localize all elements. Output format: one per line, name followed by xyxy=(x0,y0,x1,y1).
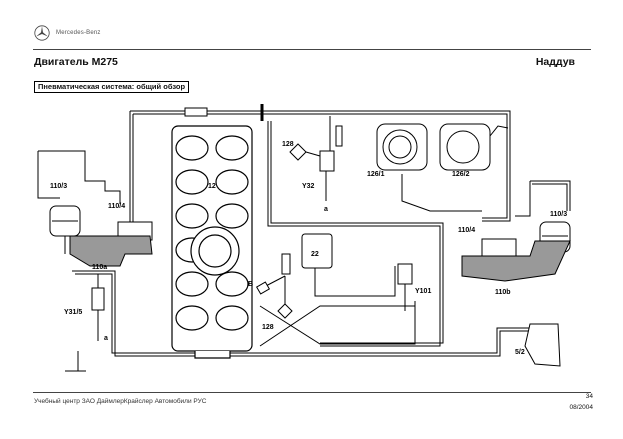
diagram-subtitle: Пневматическая система: общий обзор xyxy=(34,81,190,93)
label-a-left: a xyxy=(104,335,108,342)
pneumatic-system-diagram: 12 128 Y32 a 126/1 126/2 110/3 110/4 110… xyxy=(37,104,571,372)
component-y31-5 xyxy=(91,274,105,341)
label-110-4-left: 110/4 xyxy=(108,203,125,210)
component-126-2 xyxy=(439,123,509,171)
label-22: 22 xyxy=(311,251,319,258)
label-126-1: 126/1 xyxy=(367,171,385,178)
label-128-mid: 128 xyxy=(262,324,274,331)
label-110-3-left: 110/3 xyxy=(50,183,67,190)
component-22 xyxy=(301,233,333,269)
page-date: 08/2004 xyxy=(569,404,594,411)
header-divider xyxy=(33,49,591,50)
footer-organization: Учебный центр ЗАО ДаймлерКрайслер Автомо… xyxy=(34,398,207,405)
label-126-2: 126/2 xyxy=(452,171,470,178)
mercedes-star-logo xyxy=(34,25,50,41)
label-110-4-right: 110/4 xyxy=(458,227,475,234)
component-y101 xyxy=(397,263,413,311)
footer-divider xyxy=(33,392,591,393)
page-number: 34 xyxy=(585,393,593,400)
component-128-top xyxy=(289,116,343,201)
brand: Mercedes-Benz xyxy=(34,25,101,41)
label-y101: Y101 xyxy=(415,288,431,295)
label-12: 12 xyxy=(208,183,216,190)
component-5-2 xyxy=(524,323,561,367)
component-126-1 xyxy=(376,123,428,171)
label-b: B xyxy=(248,281,253,288)
label-110a: 110a xyxy=(92,264,107,271)
label-128-top: 128 xyxy=(282,141,294,148)
label-5-2: 5/2 xyxy=(515,349,525,356)
engine-block xyxy=(171,125,253,359)
component-b xyxy=(255,253,291,295)
component-128-mid xyxy=(277,303,293,319)
label-y31-5: Y31/5 xyxy=(64,309,82,316)
label-a-top: a xyxy=(324,206,328,213)
component-110-right xyxy=(461,221,571,282)
label-110-3-right: 110/3 xyxy=(550,211,567,218)
label-110b: 110b xyxy=(495,289,511,296)
component-110-left xyxy=(49,205,153,267)
brand-name: Mercedes-Benz xyxy=(56,30,101,36)
page-title: Двигатель М275 xyxy=(34,56,118,68)
label-y32: Y32 xyxy=(302,183,315,190)
section-title: Наддув xyxy=(535,56,575,68)
